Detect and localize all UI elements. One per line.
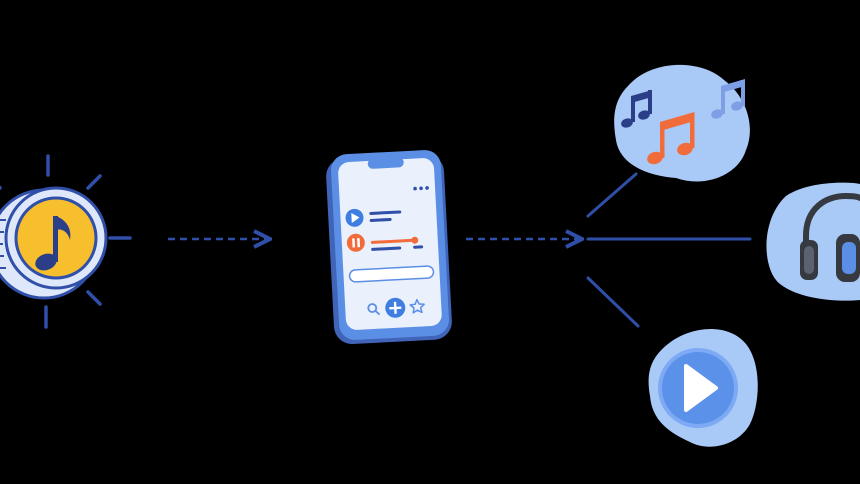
connector-hub-to-video bbox=[586, 276, 640, 328]
note-light-icon bbox=[711, 79, 745, 119]
track-row-playing bbox=[345, 208, 402, 227]
music-app-phone-icon bbox=[326, 150, 452, 345]
search-bar bbox=[348, 265, 435, 283]
connector-hub-to-notes bbox=[586, 172, 638, 218]
music-notes-icon bbox=[614, 64, 750, 182]
track-row-paused bbox=[346, 233, 424, 252]
play-button-icon bbox=[648, 328, 758, 447]
menu-dots-icon bbox=[413, 186, 429, 191]
note-orange-icon bbox=[647, 112, 695, 165]
headphones-icon bbox=[766, 182, 860, 301]
add-icon bbox=[385, 297, 406, 318]
star-icon bbox=[409, 298, 425, 314]
coin-note-icon bbox=[35, 216, 71, 271]
music-coin-icon bbox=[0, 154, 132, 329]
coin-rays bbox=[0, 154, 132, 329]
search-icon bbox=[367, 303, 381, 316]
note-dark-icon bbox=[621, 90, 652, 128]
